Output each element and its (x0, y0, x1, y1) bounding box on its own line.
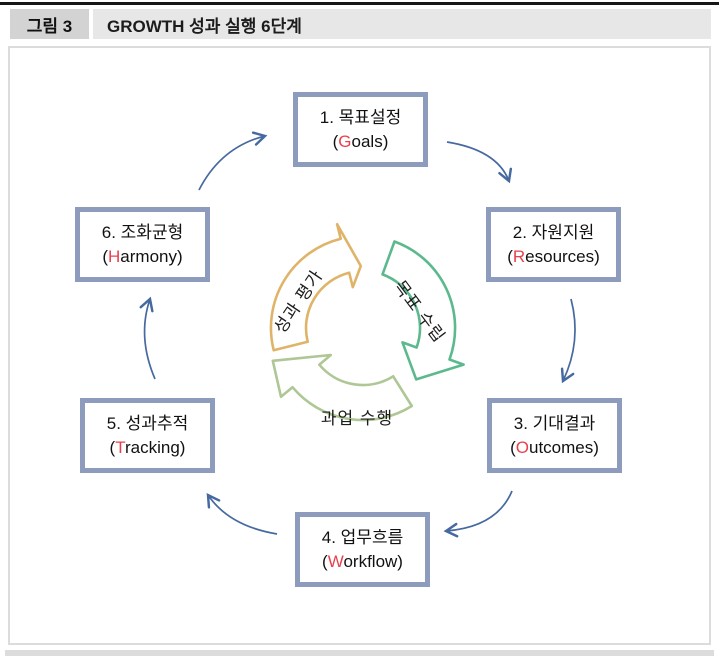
english-rest: oals) (351, 131, 389, 151)
step-english-label: (Outcomes) (510, 436, 599, 460)
initial-letter: G (338, 131, 352, 151)
step-box-harmony: 6. 조화균형 (Harmony) (75, 207, 210, 282)
step-korean-label: 1. 목표설정 (319, 107, 402, 127)
paren-open: ( (322, 551, 328, 571)
top-rule (0, 2, 719, 5)
english-rest: esources) (525, 246, 600, 266)
initial-letter: O (515, 437, 529, 457)
step-korean-label: 2. 자원지원 (512, 222, 595, 242)
paren-open: ( (332, 131, 339, 151)
english-rest: racking) (124, 437, 186, 457)
figure-number-text: 그림 3 (26, 16, 73, 36)
initial-letter: R (512, 246, 526, 266)
english-rest: armony) (120, 246, 183, 266)
step-english-label: (Resources) (507, 245, 600, 269)
step-english-label: (Tracking) (110, 436, 186, 460)
figure-title-bar: GROWTH 성과 실행 6단계 (93, 9, 711, 39)
step-english-label: (Workflow) (322, 550, 403, 574)
step-korean-label: 4. 업무흐름 (321, 527, 404, 547)
initial-letter: W (327, 551, 344, 571)
initial-letter: T (115, 437, 125, 457)
english-rest: orkflow) (343, 551, 403, 571)
step-english-label: (Goals) (333, 130, 389, 154)
initial-letter: H (108, 246, 121, 266)
step-korean-label: 5. 성과추적 (106, 413, 189, 433)
bottom-rule (5, 650, 714, 656)
english-rest: utcomes) (528, 437, 599, 457)
paren-open: ( (510, 437, 516, 457)
step-box-resources: 2. 자원지원 (Resources) (486, 207, 621, 282)
paren-open: ( (102, 246, 109, 266)
step-box-workflow: 4. 업무흐름 (Workflow) (295, 512, 430, 587)
paren-open: ( (507, 246, 513, 266)
figure-title-text: GROWTH 성과 실행 6단계 (107, 16, 302, 36)
figure-number-label: 그림 3 (10, 9, 89, 39)
step-box-outcomes: 3. 기대결과 (Outcomes) (487, 398, 622, 473)
step-english-label: (Harmony) (102, 245, 182, 269)
step-box-tracking: 5. 성과추적 (Tracking) (80, 398, 215, 473)
cycle-label-task-execution: 과업 수행 (320, 409, 394, 428)
paren-open: ( (109, 437, 116, 457)
step-korean-label: 6. 조화균형 (101, 222, 184, 242)
step-korean-label: 3. 기대결과 (513, 413, 596, 433)
step-box-goals: 1. 목표설정 (Goals) (293, 92, 428, 167)
